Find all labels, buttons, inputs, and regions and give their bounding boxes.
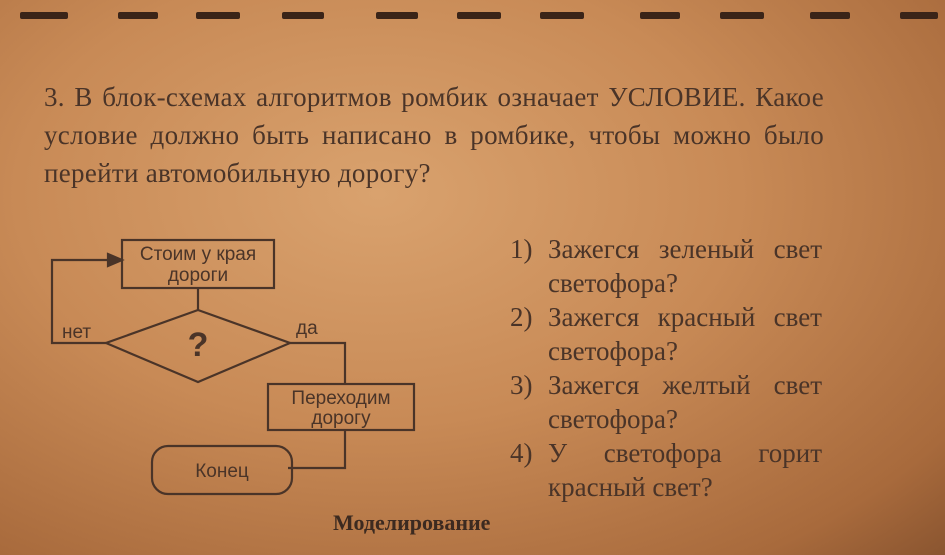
top-mark	[118, 12, 158, 19]
top-mark	[540, 12, 584, 19]
answer-number: 3)	[510, 370, 533, 400]
flowchart: Стоим у края дороги ? нет да Переходим д…	[50, 238, 416, 496]
answer-option[interactable]: 4) У светофора горит красный свет?	[510, 436, 822, 504]
answer-option[interactable]: 3) Зажегся желтый свет светофора?	[510, 368, 822, 436]
question-text: В блок-схемах алгоритмов ромбик означает…	[44, 82, 824, 188]
loop-arrowhead	[106, 252, 125, 268]
condition-diamond	[102, 308, 294, 384]
answer-options: 1) Зажегся зеленый свет светофора? 2) За…	[510, 232, 822, 504]
answer-text: Зажегся желтый свет светофора?	[548, 370, 822, 434]
action-label-line1: Переходим	[291, 388, 390, 409]
condition-label: ?	[188, 326, 209, 364]
start-label-line1: Стоим у края	[140, 244, 256, 265]
yes-label: да	[296, 318, 318, 339]
answer-option[interactable]: 1) Зажегся зеленый свет светофора?	[510, 232, 822, 300]
top-mark	[900, 12, 938, 19]
page-top-marks	[0, 0, 945, 30]
answer-option[interactable]: 2) Зажегся красный свет светофора?	[510, 300, 822, 368]
action-label-line2: дорогу	[311, 408, 371, 429]
action-box	[266, 382, 416, 432]
no-label: нет	[62, 322, 91, 343]
top-mark	[810, 12, 850, 19]
end-label: Конец	[195, 461, 249, 482]
section-title: Моделирование	[333, 510, 491, 535]
top-mark	[196, 12, 240, 19]
answer-number: 4)	[510, 438, 533, 468]
top-mark	[640, 12, 680, 19]
start-label-line2: дороги	[168, 265, 228, 286]
top-mark	[457, 12, 501, 19]
top-mark	[282, 12, 324, 19]
answer-number: 2)	[510, 302, 533, 332]
answer-text: У светофора горит красный свет?	[548, 438, 822, 502]
answer-text: Зажегся красный свет светофора?	[548, 302, 822, 366]
question-number: 3.	[44, 82, 65, 112]
end-terminator	[150, 444, 294, 496]
top-mark	[20, 12, 68, 19]
question-block: 3. В блок-схемах алгоритмов ромбик означ…	[44, 78, 824, 192]
top-mark	[720, 12, 764, 19]
top-mark	[376, 12, 418, 19]
answer-text: Зажегся зеленый свет светофора?	[548, 234, 822, 298]
answer-number: 1)	[510, 234, 533, 264]
